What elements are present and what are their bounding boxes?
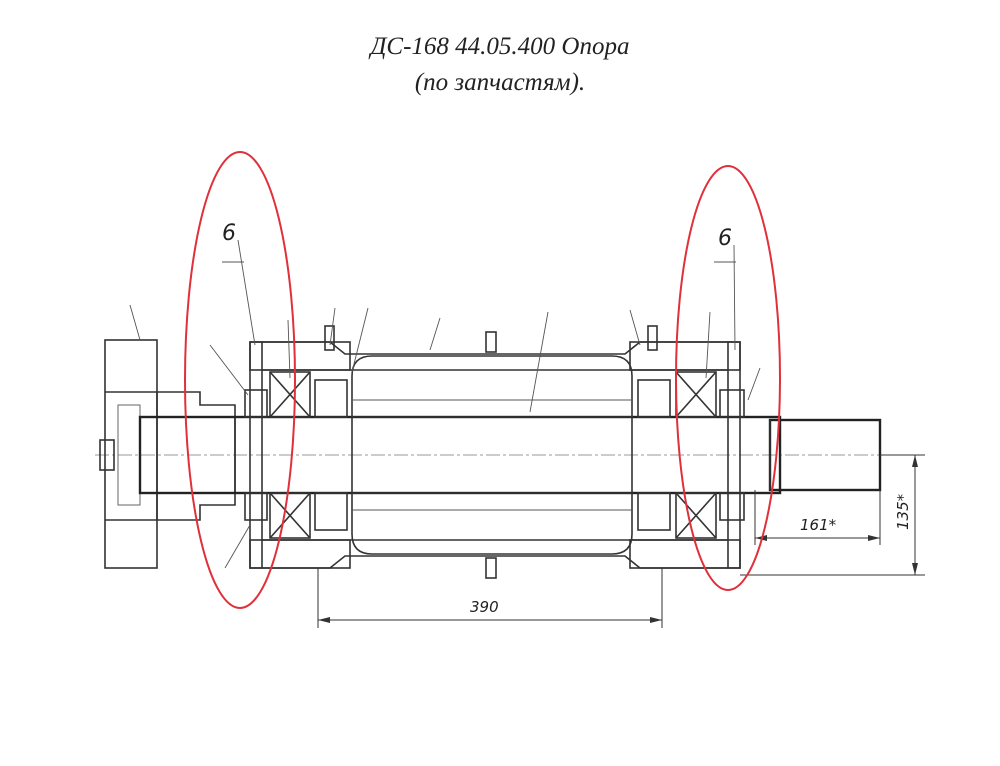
- dimension-161-label: 161*: [800, 516, 837, 534]
- left-flange: [99, 304, 158, 569]
- right-bearing-highlight: [675, 165, 781, 591]
- housing-shell: [262, 341, 728, 569]
- central-drum: [351, 355, 633, 555]
- title-line-2: (по запчастям).: [414, 69, 586, 96]
- leader-lines: [209, 239, 761, 569]
- title-line-1: ДС-168 44.05.400 Опора: [370, 33, 630, 60]
- dimension-390-label: 390: [470, 598, 499, 616]
- callout-right-label: 6: [718, 226, 732, 251]
- dimension-390: [317, 568, 663, 628]
- callout-left-label: 6: [222, 221, 236, 246]
- dimension-135: [740, 454, 925, 576]
- bolts: [324, 325, 658, 579]
- dimension-161: [754, 490, 881, 545]
- dimension-135-label: 135*: [894, 493, 912, 530]
- left-bearing-highlight: [184, 151, 296, 609]
